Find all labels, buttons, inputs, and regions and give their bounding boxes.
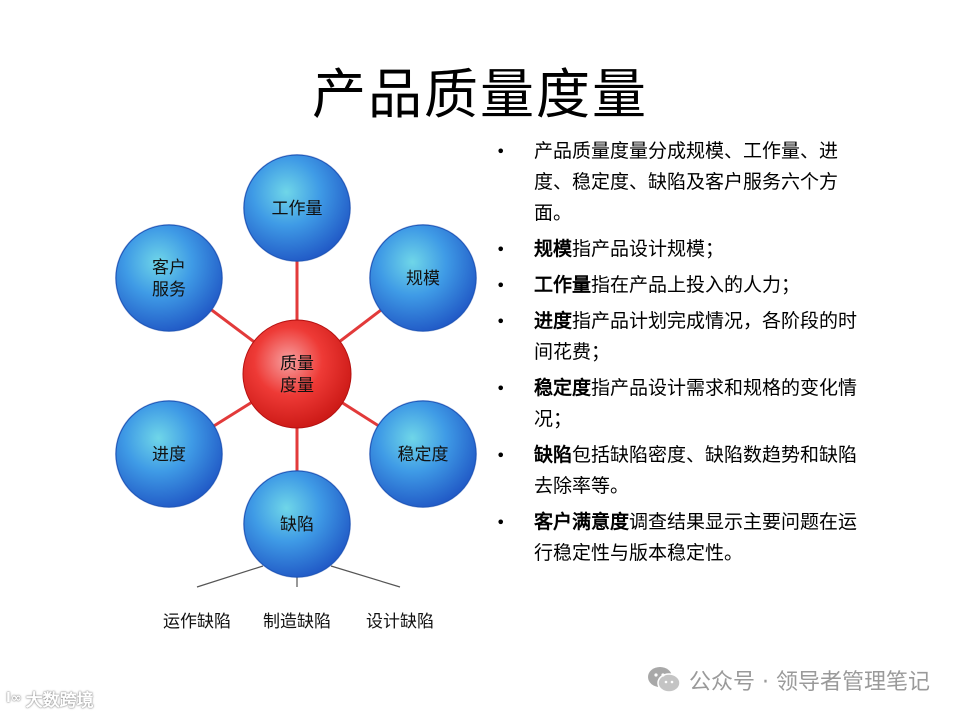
bullet-text: 指产品设计规模； [572, 238, 725, 260]
node-circle [115, 224, 223, 332]
node-stability-label-line1: 稳定度 [398, 445, 449, 465]
node-service: 客户服务 [115, 224, 223, 332]
bullet-item: • 稳定度指产品设计需求和规格的变化情况； [492, 373, 862, 435]
watermark-text: 公众号 · 领导者管理笔记 [689, 670, 930, 695]
node-stability: 稳定度 [369, 400, 477, 508]
node-service-label-line2: 服务 [152, 280, 186, 300]
center-label-line1: 质量 [280, 354, 314, 374]
node-progress: 进度 [115, 400, 223, 508]
bullet-text: 指产品设计需求和规格的变化情况； [534, 377, 858, 430]
bullet-term: 进度 [534, 310, 573, 332]
corner-logo-text: 大数跨境 [25, 691, 94, 711]
bullet-text: 调查结果显示主要问题在运行稳定性与版本稳定性。 [534, 511, 858, 564]
bullet-item: • 客户满意度调查结果显示主要问题在运行稳定性与版本稳定性。 [492, 507, 862, 569]
defect-branch-line [196, 565, 264, 588]
node-workload-label-line1: 工作量 [272, 199, 323, 219]
node-circle [369, 224, 477, 332]
bullet-text: 指在产品上投入的人力； [591, 274, 801, 296]
bullet-text: 包括缺陷密度、缺陷数趋势和缺陷去除率等。 [534, 444, 858, 497]
bullet-term: 缺陷 [534, 444, 573, 466]
bullet-dot: • [496, 276, 506, 295]
corner-logo-mark: Ⅰ∞ [6, 691, 22, 706]
node-circle [243, 470, 351, 578]
quality-metrics-diagram: 工作量规模稳定度缺陷进度客户服务质量度量 运作缺陷制造缺陷设计缺陷 [115, 154, 477, 632]
node-circle [243, 154, 351, 262]
defect-branch-line [330, 565, 401, 588]
node-scale: 规模 [369, 224, 477, 332]
node-scale-label-line1: 规模 [406, 269, 440, 289]
bullet-term: 客户满意度 [534, 511, 630, 533]
bullet-dot: • [496, 513, 506, 532]
bullet-item: • 产品质量度量分成规模、工作量、进度、稳定度、缺陷及客户服务六个方面。 [492, 136, 862, 229]
center-label-line2: 度量 [280, 376, 314, 396]
bullet-text: 产品质量度量分成规模、工作量、进度、稳定度、缺陷及客户服务六个方面。 [534, 140, 839, 224]
node-defect: 缺陷 [243, 470, 351, 578]
bullet-term: 规模 [534, 238, 573, 260]
defect-type-label: 设计缺陷 [366, 612, 434, 632]
bullet-dot: • [496, 240, 506, 259]
node-service-label-line1: 客户 [152, 258, 186, 278]
bullet-item: • 缺陷包括缺陷密度、缺陷数趋势和缺陷去除率等。 [492, 440, 862, 502]
center-circle [242, 319, 352, 429]
bullet-dot: • [496, 312, 506, 331]
corner-logo: Ⅰ∞ 大数跨境 [6, 686, 94, 711]
node-circle [369, 400, 477, 508]
bullet-dot: • [496, 142, 506, 161]
bullet-term: 稳定度 [534, 377, 592, 399]
bullet-text: 指产品计划完成情况，各阶段的时间花费； [534, 310, 858, 363]
node-defect-label-line1: 缺陷 [280, 515, 314, 535]
wechat-watermark: 公众号 · 领导者管理笔记 [647, 664, 930, 696]
bullet-item: • 进度指产品计划完成情况，各阶段的时间花费； [492, 306, 862, 368]
page-title: 产品质量度量 [312, 63, 648, 126]
node-workload: 工作量 [243, 154, 351, 262]
bullet-dot: • [496, 446, 506, 465]
node-progress-label-line1: 进度 [152, 445, 186, 465]
defect-type-label: 制造缺陷 [263, 612, 331, 632]
center-node: 质量度量 [242, 319, 352, 429]
bullet-dot: • [496, 379, 506, 398]
bullet-item: • 工作量指在产品上投入的人力； [492, 270, 862, 301]
bullet-term: 工作量 [534, 274, 592, 296]
node-circle [115, 400, 223, 508]
defect-type-label: 运作缺陷 [163, 612, 231, 632]
bullet-list: •产品质量度量分成规模、工作量、进度、稳定度、缺陷及客户服务六个方面。•规模指产… [492, 136, 862, 574]
bullet-item: • 规模指产品设计规模； [492, 234, 862, 265]
wechat-icon [647, 666, 681, 694]
